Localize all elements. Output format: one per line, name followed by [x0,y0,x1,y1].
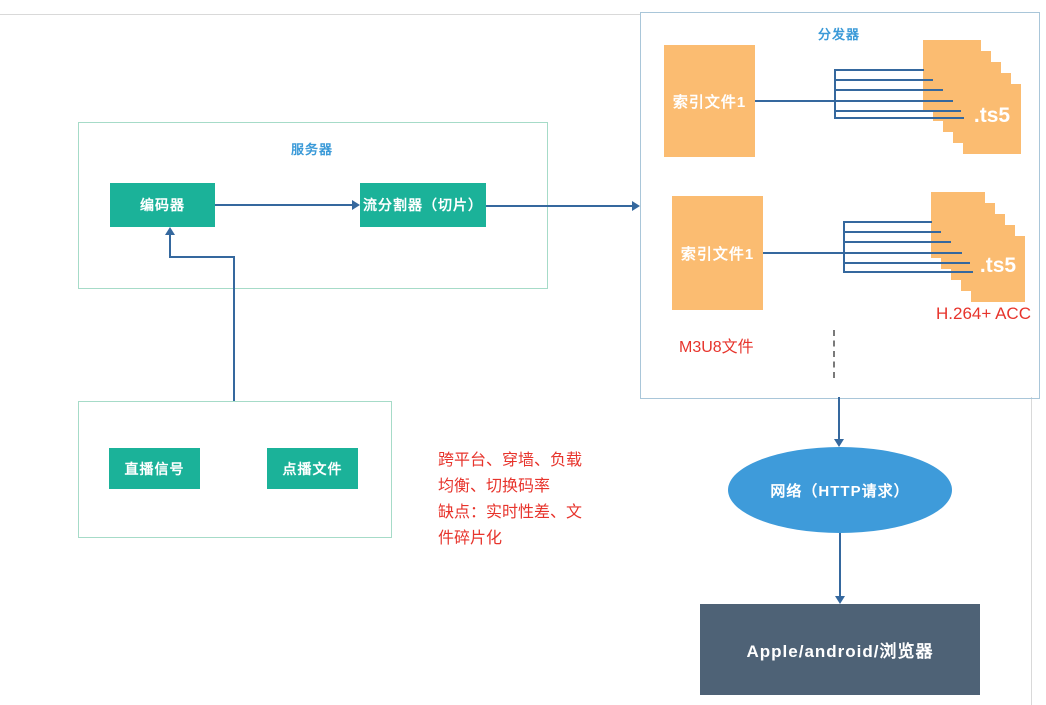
connector-line [763,252,962,254]
live-signal-node: 直播信号 [109,448,200,489]
segment-line [834,79,933,81]
connector-line [215,204,352,206]
arrowhead-right-icon [352,200,360,210]
arrowhead-down-icon [835,596,845,604]
connector-line [843,221,845,273]
segment-line [834,89,943,91]
codec-label: H.264+ ACC [936,304,1031,323]
m3u8-label: M3U8文件 [679,339,754,356]
annotation-text: 跨平台、穿墙、负载 均衡、切换码率 缺点：实时性差、文 件碎片化 [438,448,582,552]
ellipsis-dotted-line [833,330,835,378]
ts-page: .ts5 [971,236,1025,302]
segment-line [843,231,941,233]
segment-line [843,262,970,264]
ts-file-label: .ts5 [979,254,1017,277]
network-ellipse: 网络（HTTP请求） [728,447,952,533]
ts-stack-2: .ts5 [931,192,1029,304]
distributor-group-box [640,12,1040,399]
segment-line [843,271,973,273]
connector-line [834,69,836,119]
distributor-group-title: 分发器 [817,27,860,42]
arrowhead-down-icon [834,439,844,447]
arrowhead-up-icon [165,227,175,235]
vod-file-node: 点播文件 [267,448,358,489]
segment-line [843,221,932,223]
segment-line [843,241,951,243]
index-file-box-2: 索引文件1 [672,196,763,310]
annotation-line: 件碎片化 [438,530,503,547]
arrowhead-right-icon [632,201,640,211]
page-margin-rule-right [1031,397,1032,705]
annotation-line: 缺点：实时性差、文 [438,504,583,521]
connector-line [839,533,841,596]
page-margin-rule-top [0,14,640,15]
slicer-node: 流分割器（切片） [360,183,486,227]
connector-line [486,205,633,207]
sources-group-box [78,401,392,538]
ts-stack-1: .ts5 [923,40,1025,155]
annotation-line: 均衡、切换码率 [438,478,551,495]
segment-line [834,110,961,112]
ts-page: .ts5 [963,84,1021,154]
connector-line [755,100,953,102]
annotation-line: 跨平台、穿墙、负载 [438,452,583,469]
encoder-node: 编码器 [110,183,215,227]
segment-line [834,117,964,119]
connector-line [838,397,840,439]
connector-line [233,256,235,401]
client-box: Apple/android/浏览器 [700,604,980,695]
connector-line [169,256,235,258]
server-group-title: 服务器 [290,142,333,157]
index-file-box-1: 索引文件1 [664,45,755,157]
segment-line [834,69,924,71]
connector-line [169,234,171,258]
ts-file-label: .ts5 [973,104,1011,127]
